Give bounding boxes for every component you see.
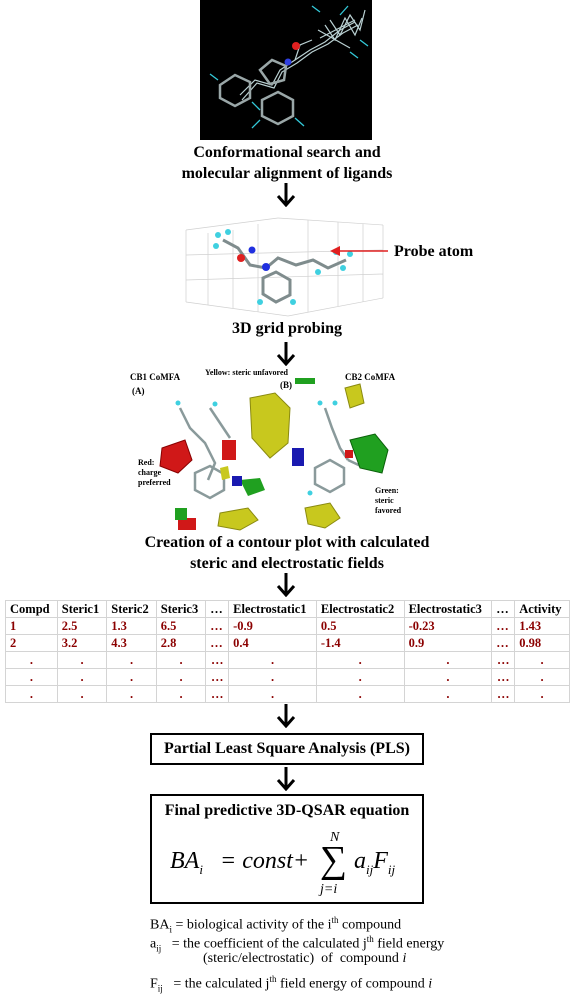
table-cell: . [403, 685, 493, 703]
table-cell: 0.9 [403, 634, 493, 652]
cb1-label: CB1 CoMFA [130, 372, 181, 382]
table-cell: . [403, 668, 493, 686]
table-row: . . . . … . . . … . [5, 685, 570, 703]
step3-caption: Creation of a contour plot with calculat… [144, 534, 430, 572]
table-cell: … [205, 617, 230, 635]
table-cell: . [403, 651, 493, 669]
table-row: . . . . … . . . … . [5, 668, 570, 686]
green-legend-label: Green: steric favored [375, 486, 402, 515]
table-cell: 1 [5, 617, 58, 635]
table-cell: … [491, 634, 516, 652]
table-header-cell: Electrostatic2 [315, 600, 405, 618]
contour-plot-panel: CB1 CoMFA (A) Yellow: steric unfavored (… [120, 368, 440, 533]
table-cell: . [228, 668, 317, 686]
table-cell: 2.8 [155, 634, 207, 652]
equation-legend-line-3: (steric/electrostatic) of compound i [203, 951, 407, 966]
table-cell: . [155, 685, 207, 703]
table-header-cell: Electrostatic1 [228, 600, 317, 618]
table-cell: 0.4 [228, 634, 317, 652]
table-header-cell: Steric1 [56, 600, 108, 618]
table-cell: … [205, 685, 230, 703]
red-legend-label: Red: charge preferred [138, 458, 171, 487]
field-data-table: Compd Steric1 Steric2 Steric3 … Electros… [5, 600, 570, 703]
table-cell: … [205, 634, 230, 652]
panel-a-label: (A) [132, 386, 145, 396]
table-cell: 4.3 [106, 634, 157, 652]
table-cell: . [514, 685, 570, 703]
table-header-cell: Compd [5, 600, 58, 618]
table-header-row: Compd Steric1 Steric2 Steric3 … Electros… [5, 600, 570, 618]
probe-pointer-arrow [330, 246, 388, 256]
table-cell: … [491, 668, 516, 686]
table-header-cell: Steric2 [106, 600, 157, 618]
table-cell: 2.5 [56, 617, 108, 635]
table-cell: … [491, 651, 516, 669]
yellow-legend-label: Yellow: steric unfavored [205, 368, 288, 377]
ligand-alignment-image [200, 0, 372, 140]
table-row: 2 3.2 4.3 2.8 … 0.4 -1.4 0.9 … 0.98 [5, 634, 570, 652]
table-cell: -0.23 [403, 617, 493, 635]
table-cell: . [514, 668, 570, 686]
summation-icon: ∑ [320, 839, 348, 881]
table-cell: . [5, 685, 58, 703]
step2-caption: 3D grid probing [232, 320, 342, 337]
table-cell: . [56, 668, 108, 686]
table-cell: . [56, 651, 108, 669]
table-cell: . [228, 685, 317, 703]
table-cell: … [205, 668, 230, 686]
table-cell: 1.3 [106, 617, 157, 635]
cb2-label: CB2 CoMFA [345, 372, 396, 382]
table-cell: . [56, 685, 108, 703]
table-header-cell: Activity [514, 600, 570, 618]
table-cell: 6.5 [155, 617, 207, 635]
equation-legend-line-4: Fij = the calculated jth field energy of… [150, 974, 433, 994]
table-cell: . [514, 651, 570, 669]
table-cell: . [5, 668, 58, 686]
qsar-equation-box: Final predictive 3D-QSAR equation BAi = … [150, 794, 424, 904]
panel-b-label: (B) [280, 380, 292, 390]
table-cell: . [5, 651, 58, 669]
table-header-cell: Electrostatic3 [403, 600, 493, 618]
table-cell: 0.5 [315, 617, 405, 635]
down-arrow-icon [276, 767, 296, 791]
table-cell: 3.2 [56, 634, 108, 652]
table-cell: … [491, 617, 516, 635]
table-header-cell: Steric3 [155, 600, 207, 618]
table-cell: . [106, 668, 157, 686]
table-cell: -1.4 [315, 634, 405, 652]
table-cell: . [315, 651, 405, 669]
table-cell: . [155, 651, 207, 669]
table-row: 1 2.5 1.3 6.5 … -0.9 0.5 -0.23 … 1.43 [5, 617, 570, 635]
down-arrow-icon [276, 183, 296, 207]
table-cell: . [228, 651, 317, 669]
step1-caption: Conformational search and molecular alig… [181, 144, 393, 182]
table-cell: 2 [5, 634, 58, 652]
table-cell: . [315, 685, 405, 703]
table-cell: 1.43 [514, 617, 570, 635]
table-cell: . [106, 651, 157, 669]
table-cell: . [106, 685, 157, 703]
equation-legend-line-2: aij = the coefficient of the calculated … [150, 934, 445, 954]
table-cell: … [491, 685, 516, 703]
table-cell: … [205, 651, 230, 669]
table-cell: 0.98 [514, 634, 570, 652]
down-arrow-icon [276, 704, 296, 728]
qsar-equation: BAi = const+ N ∑ j=i aijFij [170, 830, 396, 897]
equation-legend-line-1: BAi = biological activity of the ith com… [150, 915, 402, 935]
probe-atom-label: Probe atom [394, 243, 474, 260]
table-header-cell: … [491, 600, 516, 618]
table-cell: . [155, 668, 207, 686]
down-arrow-icon [276, 342, 296, 366]
down-arrow-icon [276, 573, 296, 597]
pls-box: Partial Least Square Analysis (PLS) [150, 733, 424, 765]
grid-probing-image [178, 210, 398, 318]
table-header-cell: … [205, 600, 230, 618]
table-cell: . [315, 668, 405, 686]
table-row: . . . . … . . . … . [5, 651, 570, 669]
equation-title: Final predictive 3D-QSAR equation [164, 802, 410, 819]
table-cell: -0.9 [228, 617, 317, 635]
